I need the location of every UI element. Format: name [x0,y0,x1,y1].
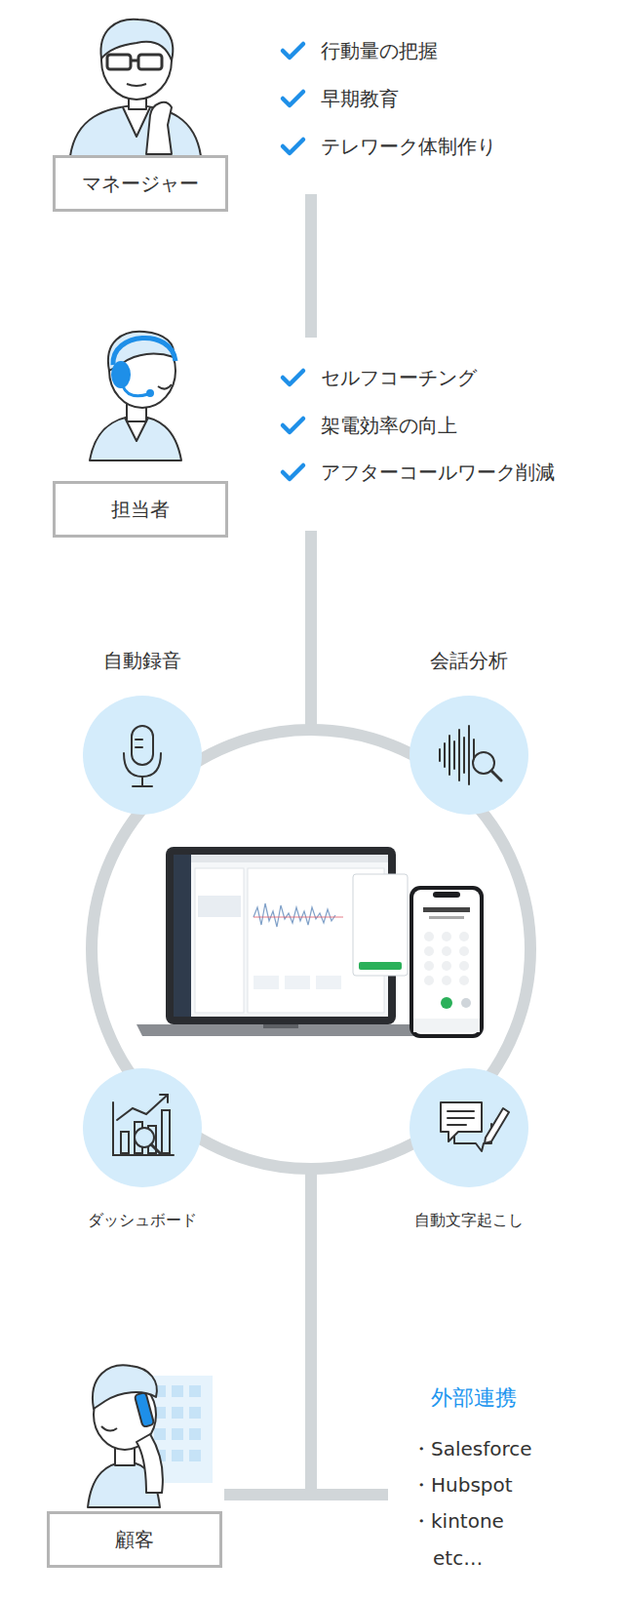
feature-label: 会話分析 [429,648,508,672]
keypad-key [441,945,452,956]
feature-label: ダッシュボード [87,1209,197,1229]
check-mark [282,43,304,479]
keypad-key [424,931,434,941]
keypad-key [441,975,452,985]
transcript-icon [440,1101,509,1151]
integration-item: ・Salesforce [411,1436,533,1460]
role-box: マネージャー [52,155,229,212]
benefit-item: 行動量の把握 [320,39,438,63]
role-label: 顧客 [115,1526,155,1551]
customer-figure [87,1364,213,1507]
feature-label: 自動録音 [103,648,182,672]
circle-shape [82,1067,202,1187]
feature-circle: ダッシュボード [82,1067,202,1187]
circle-shape [409,1067,529,1187]
integration-heading: 外部連携 [430,1384,517,1410]
circle-shape [409,695,529,815]
circle-shape [82,695,202,815]
spine-line [91,194,531,1500]
circle-fill [409,1067,529,1187]
benefit-item: セルフコーチング [320,365,477,390]
manager-figure [70,19,201,156]
keypad-key [424,975,434,985]
keypad-key [424,945,434,956]
benefit-item: 架電効率の向上 [320,413,458,437]
role-label: マネージャー [81,171,199,195]
role-box: 顧客 [46,1510,223,1567]
keypad [424,931,469,985]
circle-fill [82,695,202,815]
role-box: 担当者 [52,480,229,538]
benefit-item: 早期教育 [320,86,399,111]
feature-circle: 会話分析 [409,695,529,815]
role-label: 担当者 [111,497,170,521]
keypad-key [441,960,452,971]
benefit-item: テレワーク体制作り [320,134,497,158]
keypad-key [441,931,452,941]
feature-label: 自動文字起こし [414,1209,524,1229]
keypad-key [459,975,469,985]
keypad-key [424,960,434,971]
feature-circle: 自動録音 [82,695,202,815]
feature-circle: 自動文字起こし [409,1067,529,1187]
operator-figure [89,331,182,461]
integration-item: ・kintone [411,1508,505,1532]
phone-screenshot [409,885,484,1038]
chart-icon [113,1093,174,1155]
integration-item: ・Hubspot [411,1472,513,1496]
integration-item: etc… [432,1545,483,1569]
circle-fill [409,695,529,815]
benefit-item: アフターコールワーク削減 [320,460,555,484]
keypad-key [459,931,469,941]
laptop-screenshot [136,846,426,1036]
circle-fill [82,1067,202,1187]
keypad-key [459,945,469,956]
waveform-icon [439,725,502,784]
mic-icon [123,725,161,786]
keypad-key [459,960,469,971]
